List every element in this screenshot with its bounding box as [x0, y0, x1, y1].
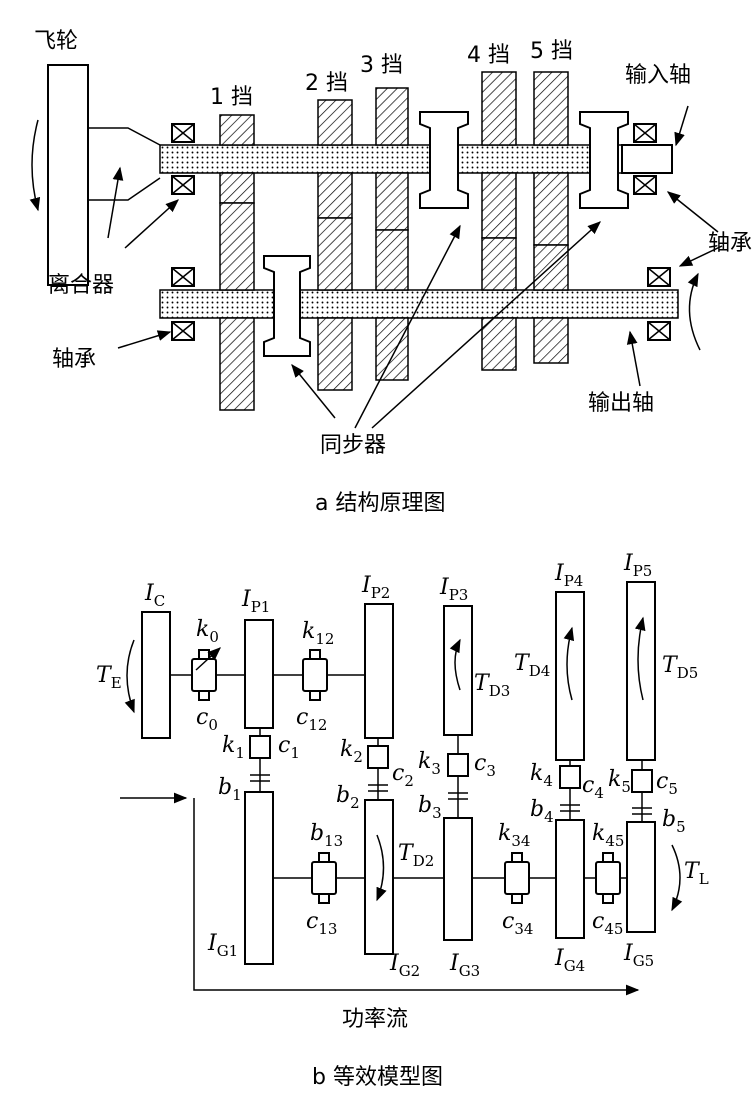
symbol-label-tl: TL: [684, 859, 709, 888]
spring-damper-icon: [191, 649, 653, 904]
bearing-label-left: 轴承: [52, 347, 96, 372]
gear-label-3: 3 挡: [360, 53, 403, 78]
symbol-label-td4: TD4: [514, 651, 550, 680]
symbol-label-k3: k3: [418, 749, 441, 778]
symbol-label-td3: TD3: [474, 671, 510, 700]
symbol-label-c13: c13: [306, 909, 337, 938]
synchronizer-label: 同步器: [320, 433, 386, 458]
symbol-label-c3: c3: [474, 751, 496, 780]
symbol-label-c5: c5: [656, 769, 678, 798]
symbol-label-b2: b2: [336, 783, 360, 812]
symbol-label-c4: c4: [582, 773, 604, 802]
bearing-label-right: 轴承: [708, 231, 752, 256]
symbol-label-b13: b13: [310, 821, 343, 850]
symbol-label-td2: TD2: [398, 841, 434, 870]
caption-b: b 等效模型图: [312, 1065, 443, 1090]
symbol-label-c34: c34: [502, 909, 533, 938]
symbol-label-td5: TD5: [662, 653, 698, 682]
symbol-label-k1: k1: [222, 733, 245, 762]
flywheel-rotation-arrow: [29, 119, 41, 212]
input-shaft: [159, 144, 623, 174]
gear-label-2: 2 挡: [305, 71, 348, 96]
symbol-label-g5: IG5: [623, 941, 654, 970]
clutch-shape: [88, 127, 161, 201]
symbol-label-k34: k34: [498, 821, 530, 850]
flywheel-block: [47, 64, 89, 286]
symbol-label-c45: c45: [592, 909, 623, 938]
torque-arrows: [124, 616, 683, 912]
symbol-label-c0: c0: [196, 705, 218, 734]
symbol-label-c1: c1: [278, 733, 300, 762]
caption-a: a 结构原理图: [315, 491, 445, 516]
symbol-label-c12: c12: [296, 705, 327, 734]
structure-diagram: 飞轮 离合器 轴承 轴承 输入轴 输出轴 同步器 1 挡 2 挡 3 挡 4 挡…: [29, 29, 752, 516]
symbol-label-c: IC: [144, 581, 165, 610]
symbol-label-c2: c2: [392, 761, 414, 790]
annotation-arrows: [107, 105, 723, 429]
gear-label-4: 4 挡: [467, 43, 510, 68]
symbol-label-g4: IG4: [554, 946, 585, 975]
symbol-label-b3: b3: [418, 793, 442, 822]
symbol-label-k12: k12: [302, 619, 334, 648]
symbol-label-p3: IP3: [439, 575, 468, 604]
clutch-label: 离合器: [48, 273, 114, 298]
power-flow-label: 功率流: [342, 1007, 408, 1032]
symbol-label-k45: k45: [592, 821, 624, 850]
symbol-label-te: TE: [96, 663, 122, 692]
symbol-label-b1: b1: [218, 775, 242, 804]
symbol-label-p4: IP4: [554, 561, 583, 590]
symbol-label-k4: k4: [530, 761, 553, 790]
inertia-blocks: [141, 581, 656, 965]
flywheel-label: 飞轮: [34, 29, 78, 54]
symbol-label-k2: k2: [340, 737, 363, 766]
symbol-label-b5: b5: [662, 807, 686, 836]
symbol-label-k0: k0: [196, 617, 219, 646]
input-shaft-label: 输入轴: [625, 63, 691, 88]
symbol-label-b4: b4: [530, 797, 554, 826]
symbol-label-g2: IG2: [389, 951, 420, 980]
output-shaft-label: 输出轴: [588, 391, 654, 416]
gear-label-5: 5 挡: [530, 39, 573, 64]
input-shaft-end: [621, 144, 673, 174]
symbol-label-p2: IP2: [361, 573, 390, 602]
symbol-label-p5: IP5: [623, 551, 652, 580]
gear-stack: [219, 71, 569, 411]
backlash-marks: [250, 774, 652, 815]
gear-label-1: 1 挡: [210, 85, 253, 110]
symbol-label-g1: IG1: [207, 931, 238, 960]
symbol-label-g3: IG3: [449, 951, 480, 980]
k0-arrow: [195, 647, 221, 671]
bearing-icon: [171, 123, 671, 341]
symbol-label-k5: k5: [608, 767, 631, 796]
symbol-label-p1: IP1: [241, 587, 270, 616]
power-flow-arrow: [193, 798, 640, 996]
synchronizer-icon: [263, 111, 629, 357]
